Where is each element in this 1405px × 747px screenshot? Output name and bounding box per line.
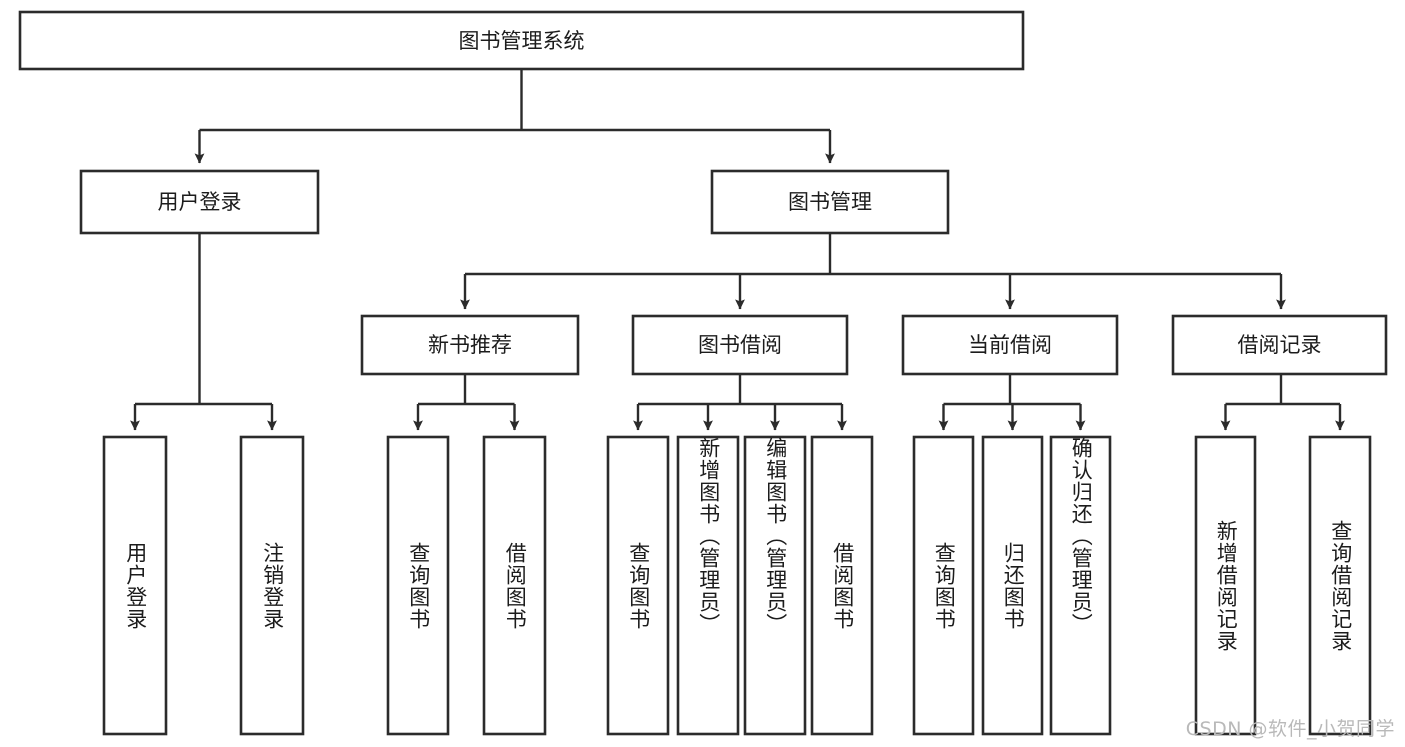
node-current-borrow[interactable]: 当前借阅 bbox=[901, 314, 1119, 376]
leaf-confirm-return-admin-box[interactable] bbox=[1049, 435, 1112, 736]
node-book-manage-label: 图书管理 bbox=[788, 190, 872, 214]
watermark-text: CSDN @软件_小贺同学 bbox=[1185, 718, 1395, 740]
node-borrow-record-label: 借阅记录 bbox=[1238, 333, 1322, 357]
leaf-user-login-box[interactable] bbox=[102, 435, 168, 736]
node-user-login[interactable]: 用户登录 bbox=[79, 169, 320, 235]
leaf-borrow-book-1-box[interactable] bbox=[482, 435, 547, 736]
connector-layer bbox=[130, 69, 1345, 431]
leaf-query-borrow-record-box[interactable] bbox=[1308, 435, 1372, 736]
node-new-book-recommend[interactable]: 新书推荐 bbox=[360, 314, 580, 376]
leaf-edit-book-admin-box[interactable] bbox=[743, 435, 807, 736]
leaf-borrow-book-2-box[interactable] bbox=[810, 435, 874, 736]
node-current-borrow-box[interactable] bbox=[901, 314, 1119, 376]
node-root-box[interactable] bbox=[18, 10, 1025, 71]
node-root[interactable]: 图书管理系统 bbox=[18, 10, 1025, 71]
node-book-borrow-box[interactable] bbox=[631, 314, 849, 376]
leaf-query-book-2-box[interactable] bbox=[606, 435, 670, 736]
node-book-borrow[interactable]: 图书借阅 bbox=[631, 314, 849, 376]
node-user-login-box[interactable] bbox=[79, 169, 320, 235]
leaf-return-book-box[interactable] bbox=[981, 435, 1044, 736]
node-borrow-record-box[interactable] bbox=[1171, 314, 1388, 376]
leaf-add-borrow-record-box[interactable] bbox=[1194, 435, 1257, 736]
node-book-manage-box[interactable] bbox=[710, 169, 950, 235]
node-root-label: 图书管理系统 bbox=[459, 29, 585, 53]
node-borrow-record[interactable]: 借阅记录 bbox=[1171, 314, 1388, 376]
leaf-add-book-admin-box[interactable] bbox=[676, 435, 740, 736]
leaf-query-book-1-box[interactable] bbox=[386, 435, 450, 736]
leaf-query-book-3-box[interactable] bbox=[912, 435, 975, 736]
node-current-borrow-label: 当前借阅 bbox=[968, 333, 1052, 357]
node-user-login-label: 用户登录 bbox=[158, 190, 242, 214]
leaf-box-layer bbox=[102, 435, 1372, 736]
leaf-logout-login-box[interactable] bbox=[239, 435, 305, 736]
node-new-book-recommend-label: 新书推荐 bbox=[428, 333, 512, 357]
node-book-manage[interactable]: 图书管理 bbox=[710, 169, 950, 235]
node-new-book-recommend-box[interactable] bbox=[360, 314, 580, 376]
node-book-borrow-label: 图书借阅 bbox=[698, 333, 782, 357]
